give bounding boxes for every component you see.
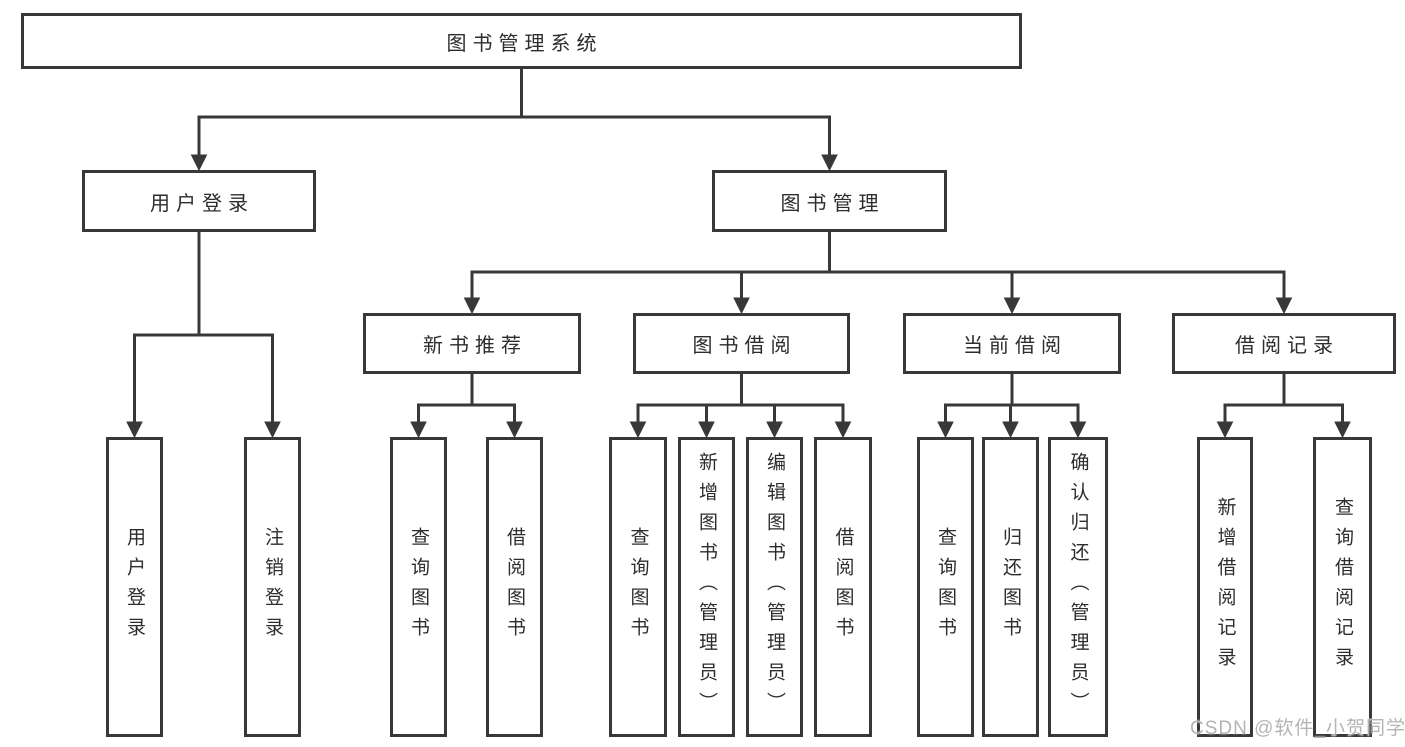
node-return-books-label: 归还图书	[1000, 527, 1021, 647]
node-add-books-admin: 新增图书（管理员）	[678, 437, 735, 737]
node-logout-label: 注销登录	[262, 527, 283, 647]
edges-from-user-login-line	[133, 232, 274, 423]
edges-from-new-book-recommend-arrows	[410, 421, 523, 439]
csdn-watermark: CSDN @软件_小贺同学	[1190, 718, 1405, 739]
node-query-borrow-record: 查询借阅记录	[1313, 437, 1372, 737]
edges-from-root-line	[197, 69, 831, 156]
node-borrow-books: 借阅图书	[814, 437, 872, 737]
node-borrow-books-recommend-label: 借阅图书	[504, 527, 525, 647]
node-borrow-books-recommend: 借阅图书	[486, 437, 543, 737]
node-book-management: 图书管理	[712, 170, 947, 232]
edges-from-book-management-arrows	[463, 297, 1293, 315]
edges-from-book-borrow-line	[636, 374, 845, 423]
node-user-login-group: 用户登录	[82, 170, 316, 232]
node-query-books-borrow: 查询图书	[609, 437, 667, 737]
node-query-books-recommend-label: 查询图书	[408, 527, 429, 647]
node-add-borrow-record: 新增借阅记录	[1197, 437, 1253, 737]
node-book-borrow: 图书借阅	[633, 313, 850, 374]
node-borrow-books-label: 借阅图书	[832, 527, 854, 647]
node-edit-books-admin-label: 编辑图书（管理员）	[764, 452, 785, 722]
node-query-books-recommend: 查询图书	[390, 437, 447, 737]
node-logout: 注销登录	[244, 437, 301, 737]
node-return-books: 归还图书	[982, 437, 1039, 737]
node-add-borrow-record-label: 新增借阅记录	[1214, 497, 1236, 677]
edges-from-root-arrows	[190, 154, 838, 172]
node-add-books-admin-label: 新增图书（管理员）	[696, 452, 717, 722]
edges-from-book-borrow-arrows	[629, 421, 852, 439]
node-confirm-return-admin: 确认归还（管理员）	[1048, 437, 1108, 737]
node-edit-books-admin: 编辑图书（管理员）	[746, 437, 803, 737]
node-current-borrow: 当前借阅	[903, 313, 1121, 374]
node-book-management-system: 图书管理系统	[21, 13, 1022, 69]
node-new-book-recommend: 新书推荐	[363, 313, 581, 374]
edges-from-borrow-records-arrows	[1216, 421, 1351, 439]
node-query-books-borrow-label: 查询图书	[627, 527, 649, 647]
node-query-books-current-label: 查询图书	[935, 527, 956, 647]
node-query-borrow-record-label: 查询借阅记录	[1332, 497, 1353, 677]
edges-from-current-borrow-arrows	[937, 421, 1087, 439]
node-borrow-records: 借阅记录	[1172, 313, 1396, 374]
node-user-login-label: 用户登录	[124, 527, 145, 647]
edges-from-current-borrow-line	[944, 374, 1080, 423]
edges-from-book-management-line	[470, 232, 1286, 299]
edges-from-borrow-records-line	[1223, 374, 1344, 423]
edges-from-new-book-recommend-line	[417, 374, 516, 423]
node-confirm-return-admin-label: 确认归还（管理员）	[1067, 452, 1089, 722]
node-query-books-current: 查询图书	[917, 437, 974, 737]
edges-from-user-login-arrows	[126, 421, 281, 439]
node-user-login: 用户登录	[106, 437, 163, 737]
